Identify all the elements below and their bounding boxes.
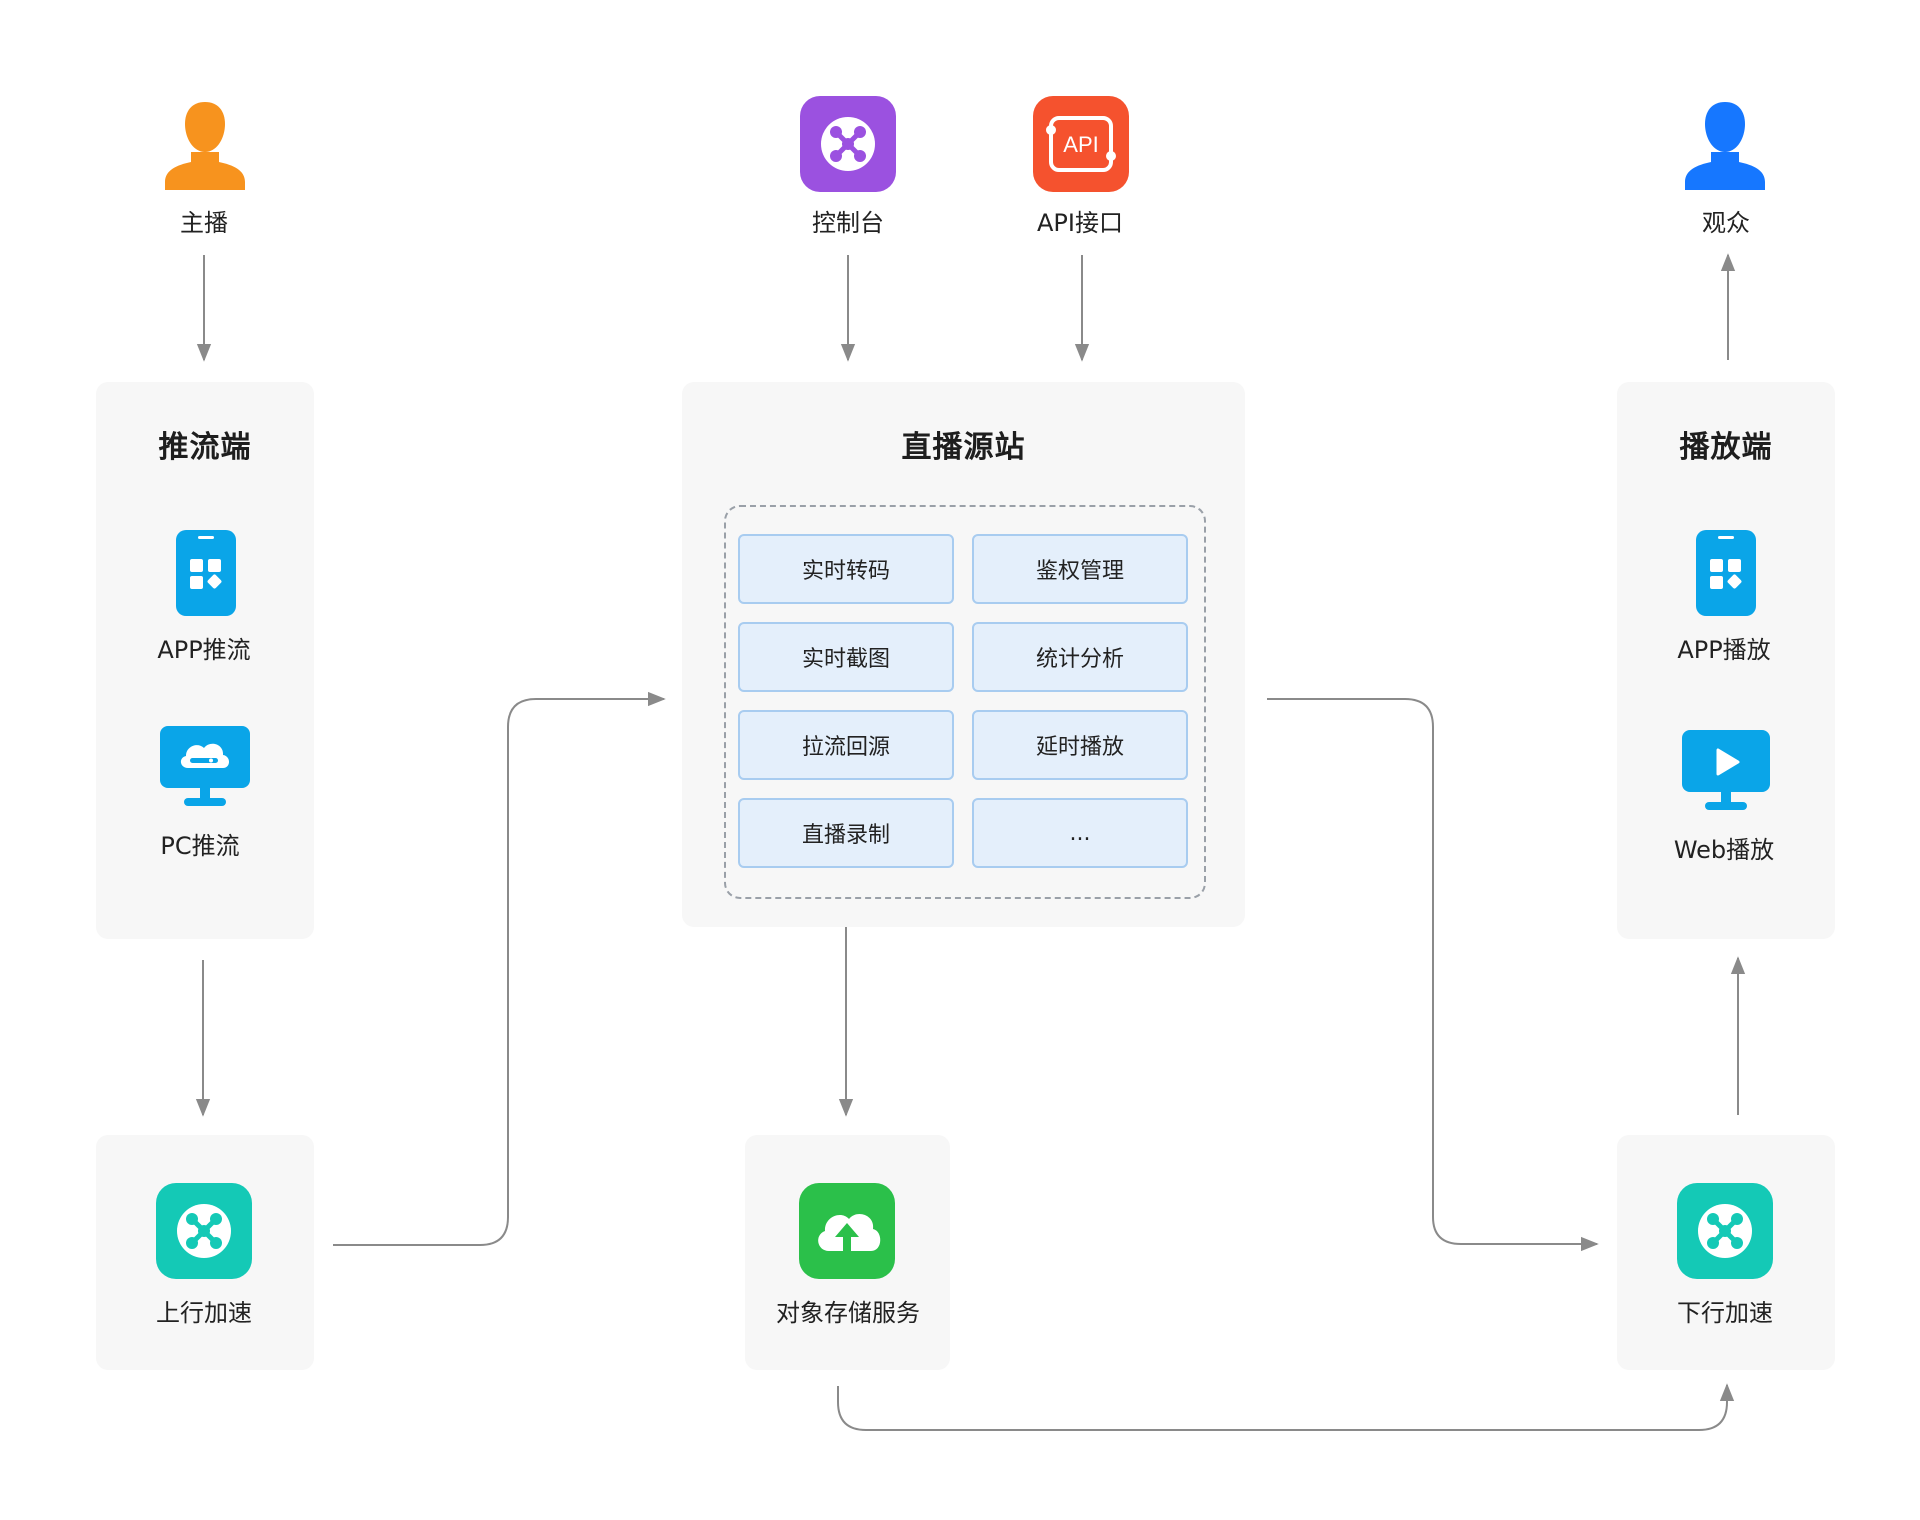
origin-panel-title: 直播源站 — [901, 430, 1026, 465]
api-icon: API — [1033, 96, 1129, 192]
push-panel-title: 推流端 — [158, 430, 252, 465]
network-node-icon — [1677, 1183, 1773, 1279]
object-storage-label: 对象存储服务 — [776, 1299, 920, 1327]
web-play-label: Web播放 — [1673, 836, 1775, 864]
network-node-icon — [800, 96, 896, 192]
feature-more: ... — [972, 798, 1188, 868]
console-label: 控制台 — [812, 209, 884, 237]
app-play-label: APP播放 — [1677, 636, 1771, 664]
feature-delayed-playback: 延时播放 — [972, 710, 1188, 780]
download-accel-label: 下行加速 — [1677, 1299, 1773, 1327]
feature-pull-back-to-origin: 拉流回源 — [738, 710, 954, 780]
arrow-origin-to-download — [1267, 698, 1599, 1252]
upload-accel-label: 上行加速 — [156, 1299, 252, 1327]
mobile-app-icon — [1696, 530, 1756, 616]
feature-statistics: 统计分析 — [972, 622, 1188, 692]
person-icon — [165, 102, 245, 190]
feature-realtime-transcode: 实时转码 — [738, 534, 954, 604]
monitor-cloud-icon — [160, 726, 250, 806]
cloud-upload-icon — [799, 1183, 895, 1279]
feature-live-recording: 直播录制 — [738, 798, 954, 868]
viewer-label: 观众 — [1702, 209, 1750, 237]
arrow-upload-to-origin — [333, 691, 666, 1246]
streamer-label: 主播 — [180, 209, 228, 237]
play-panel-title: 播放端 — [1679, 430, 1773, 465]
monitor-play-icon — [1682, 730, 1770, 810]
play-panel: 播放端 — [1617, 382, 1835, 939]
network-node-icon — [156, 1183, 252, 1279]
mobile-app-icon — [176, 530, 236, 616]
api-label: API接口 — [1037, 209, 1123, 237]
feature-group — [724, 505, 1206, 899]
app-push-label: APP推流 — [157, 636, 251, 664]
feature-realtime-screenshot: 实时截图 — [738, 622, 954, 692]
push-panel: 推流端 — [96, 382, 314, 939]
svg-text:API: API — [1063, 132, 1098, 157]
person-icon — [1685, 102, 1765, 190]
arrow-storage-to-download — [837, 1383, 1735, 1431]
pc-push-label: PC推流 — [160, 832, 240, 860]
feature-auth-management: 鉴权管理 — [972, 534, 1188, 604]
